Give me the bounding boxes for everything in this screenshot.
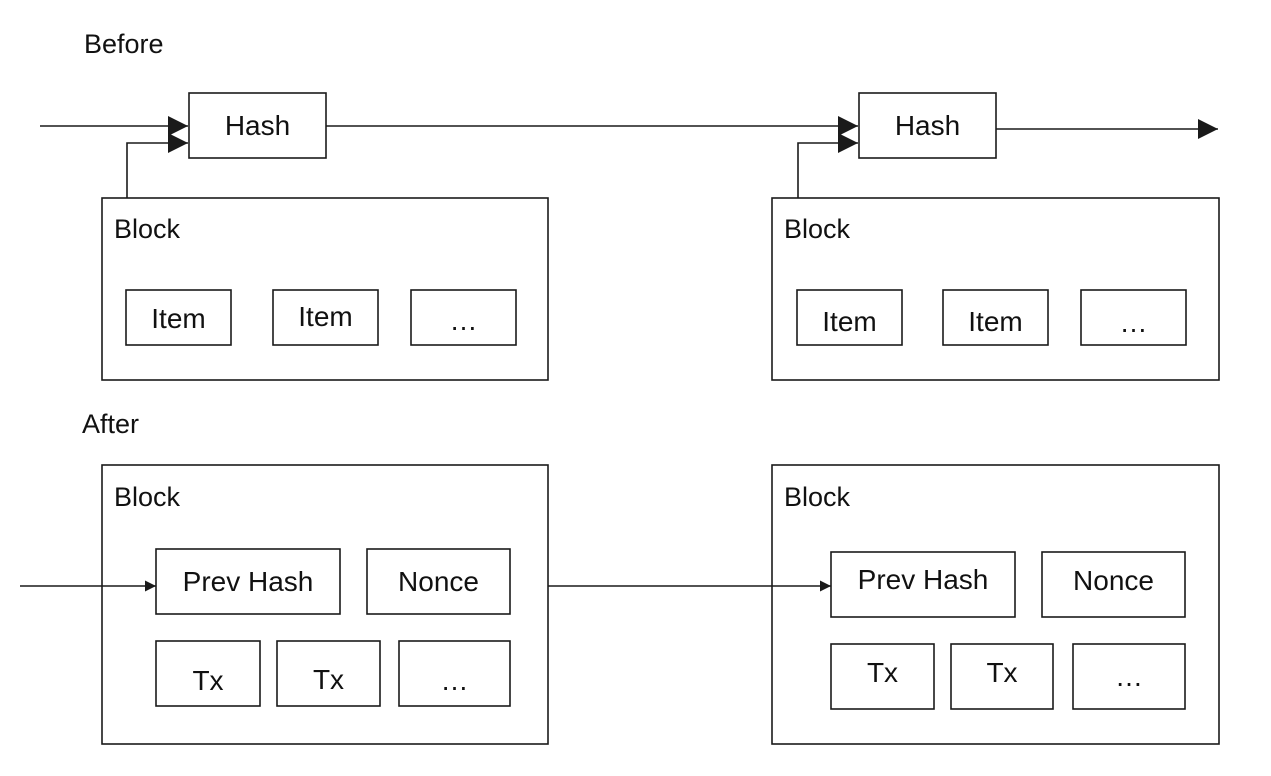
- hash-box-2: Hash: [858, 92, 997, 159]
- ellipsis-box: …: [410, 289, 517, 346]
- item-label: Item: [968, 306, 1022, 337]
- item-box: Item: [272, 289, 379, 346]
- ellipsis-label: …: [441, 665, 469, 696]
- after-section: After Block Prev Hash Nonce Tx Tx: [20, 409, 1220, 745]
- block-label: Block: [784, 482, 851, 512]
- prev-hash-label: Prev Hash: [183, 566, 314, 597]
- tx-box: Tx: [950, 643, 1054, 710]
- ellipsis-label: …: [1115, 661, 1143, 692]
- prev-hash-box: Prev Hash: [830, 551, 1016, 618]
- block-2-to-hash-arrow: [797, 133, 858, 198]
- nonce-box: Nonce: [1041, 551, 1186, 618]
- ellipsis-box: …: [1080, 289, 1187, 346]
- tx-label: Tx: [867, 657, 898, 688]
- ellipsis-box: …: [1072, 643, 1186, 710]
- tx-box: Tx: [830, 643, 935, 710]
- before-block-1: Block Item Item …: [101, 197, 549, 381]
- ellipsis-label: …: [450, 305, 478, 336]
- prev-hash-label: Prev Hash: [858, 564, 989, 595]
- item-box: Item: [942, 289, 1049, 346]
- nonce-box: Nonce: [366, 548, 511, 615]
- tx-label: Tx: [986, 657, 1017, 688]
- block-label: Block: [784, 214, 851, 244]
- item-label: Item: [822, 306, 876, 337]
- before-block-2: Block Item Item …: [771, 197, 1220, 381]
- item-label: Item: [151, 303, 205, 334]
- ellipsis-box: …: [398, 640, 511, 707]
- item-box: Item: [796, 289, 903, 346]
- hash-box-1: Hash: [188, 92, 327, 159]
- tx-label: Tx: [313, 664, 344, 695]
- tx-box: Tx: [276, 640, 381, 707]
- before-section-label: Before: [84, 29, 164, 59]
- item-label: Item: [298, 301, 352, 332]
- tx-label: Tx: [192, 665, 223, 696]
- after-section-label: After: [82, 409, 139, 439]
- block-label: Block: [114, 482, 181, 512]
- tx-box: Tx: [155, 640, 261, 707]
- after-block-2: Block Prev Hash Nonce Tx Tx …: [771, 464, 1220, 745]
- nonce-label: Nonce: [398, 566, 479, 597]
- hash-label: Hash: [895, 110, 960, 141]
- before-section: Before Hash Hash Block Item Item: [40, 29, 1220, 381]
- block-label: Block: [114, 214, 181, 244]
- hash-label: Hash: [225, 110, 290, 141]
- after-block-1: Block Prev Hash Nonce Tx Tx …: [101, 464, 549, 745]
- prev-hash-box: Prev Hash: [155, 548, 341, 615]
- ellipsis-label: …: [1120, 307, 1148, 338]
- item-box: Item: [125, 289, 232, 346]
- block-1-to-hash-arrow: [126, 133, 188, 198]
- nonce-label: Nonce: [1073, 565, 1154, 596]
